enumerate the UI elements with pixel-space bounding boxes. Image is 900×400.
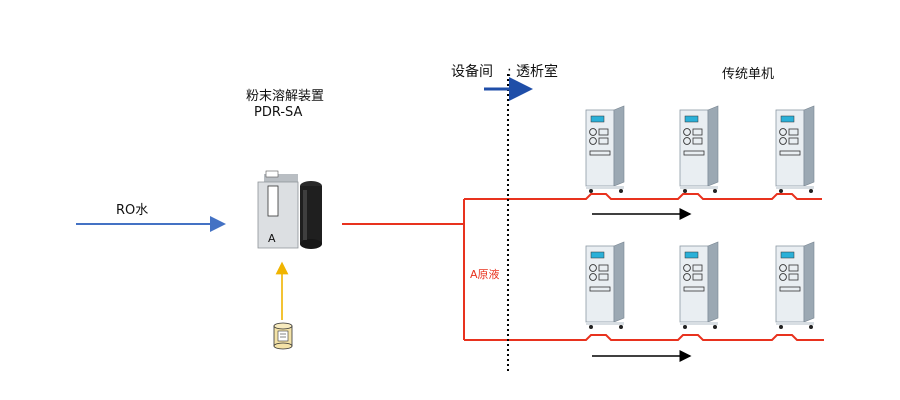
a-tank-label: A [268,232,276,245]
dialysis-machine-icon [679,241,719,326]
dialysis-room-label: 透析室 [516,63,558,80]
device-model-label: PDR-SA [254,105,303,120]
machine-feet-row-1 [589,189,813,193]
dialysis-machine-icon [585,241,625,326]
ro-water-label: RO水 [116,203,148,218]
equipment-room-label: 设备间 [451,63,493,80]
a-solution-piping [342,193,824,341]
powder-dissolver-icon [257,170,322,249]
dialysis-machine-icon [775,105,815,190]
machine-feet-row-2 [589,325,813,329]
powder-drum-icon [273,322,293,350]
divider-colon: : [507,64,512,80]
dialysis-machine-icon [585,105,625,190]
dialysis-machine-icon [679,105,719,190]
a-solution-label: A原液 [470,267,500,281]
traditional-units-label: 传统单机 [722,67,774,82]
device-name-label: 粉末溶解装置 [246,89,324,104]
dialysis-machine-icon [775,241,815,326]
